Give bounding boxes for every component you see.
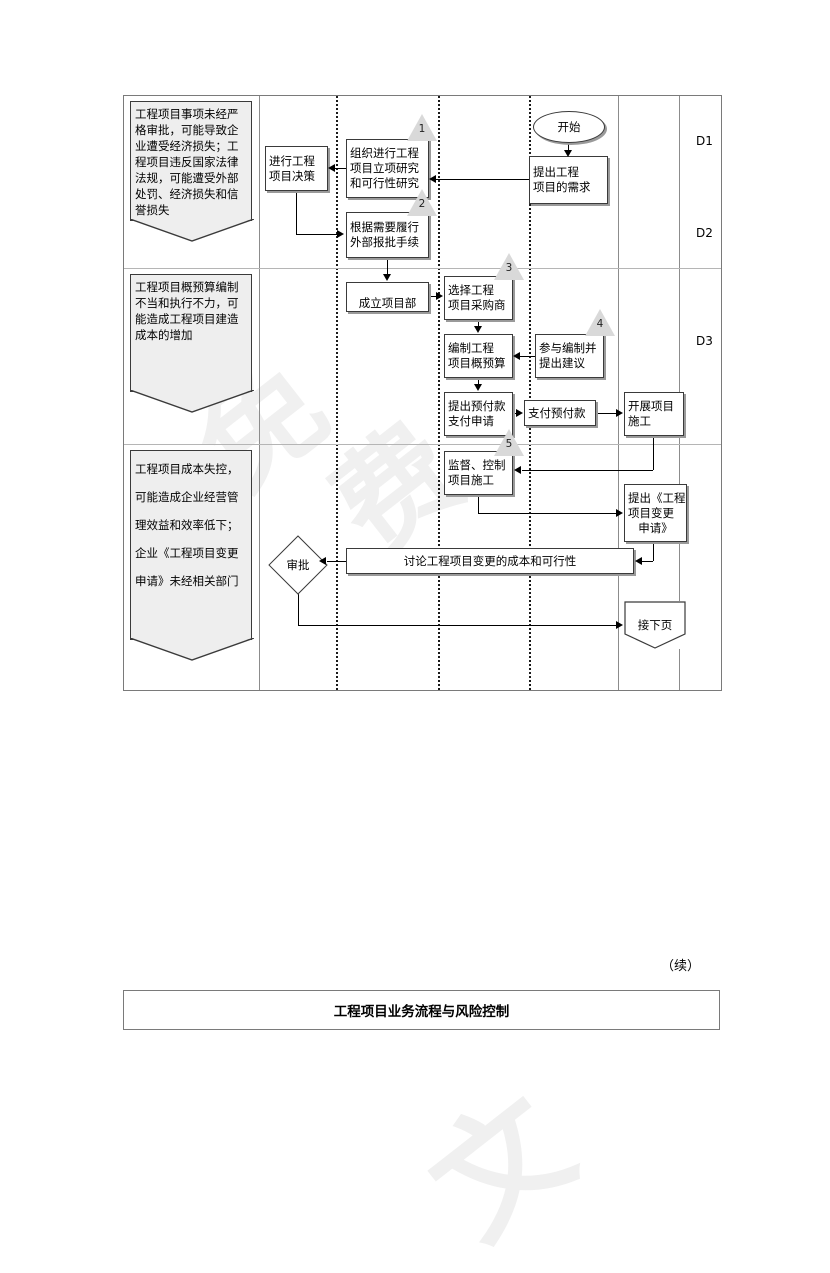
continuation-marker: （续） [660,959,700,974]
connector-change-to-discuss [642,561,653,562]
connector-decision-to-external [296,234,338,235]
warning-marker-4: 4 [585,309,615,336]
arrowhead-right [516,409,523,417]
risk-pentagon-outline [130,390,254,413]
arrowhead-down [474,384,482,391]
node-discuss-change[interactable]: 讨论工程项目变更的成本和可行性 [346,548,634,574]
connector-pay-to-construction [596,413,617,414]
node-start-construction[interactable]: 开展项目施工 [624,392,684,436]
node-supervise-control[interactable]: 监督、控制项目施工 [444,451,513,495]
arrowhead-right [616,409,623,417]
page-canvas: 免 费 文 工程项目事项未经严格审批，可能导致企业遭受经济损失；工程项目违反国家… [123,95,722,1268]
node-external-approval[interactable]: 根据需要履行外部报批手续 [346,212,429,258]
connector-advice-to-budget [520,356,535,357]
node-prepare-budget[interactable]: 编制工程项目概预算 [444,334,513,378]
connector-decision-down [296,191,297,234]
watermark-glyph-3: 文 [403,1067,600,1268]
connector-supervise-to-change [478,513,617,514]
node-approval-decision[interactable]: 审批 [268,535,328,595]
doc-label-d1: D1 [696,134,713,148]
node-raise-demand[interactable]: 提出工程项目的需求 [529,156,608,204]
node-pay-prepayment[interactable]: 支付预付款 [524,400,596,426]
arrowhead-down [474,326,482,333]
risk-pentagon-outline [130,638,254,661]
warning-marker-3: 3 [494,253,524,280]
arrowhead-right [616,621,623,629]
risk-description-3: 工程项目成本失控，可能造成企业经营管理效益和效率低下；企业《工程项目变更申请》未… [130,450,254,661]
arrowhead-down [564,150,572,157]
arrowhead-right [337,230,344,238]
connector-approval-to-nextpage [298,625,617,626]
connector-construction-down [653,436,654,470]
column-separator-risk [259,96,260,690]
doc-label-d3: D3 [696,334,713,348]
node-prepay-request[interactable]: 提出预付款支付申请 [444,392,513,436]
node-establish-department[interactable]: 成立项目部 [346,282,429,312]
arrowhead-down [383,274,391,281]
warning-marker-2: 2 [407,189,437,216]
connector-approval-down [298,586,299,625]
connector-budget-to-prepay [478,378,479,385]
warning-marker-5: 5 [494,429,524,456]
connector-supplier-to-budget [478,320,479,327]
node-participate-advice[interactable]: 参与编制并提出建议 [535,334,604,378]
connector-change-down [653,542,654,561]
node-change-application[interactable]: 提出《工程项目变更 申请》 [624,484,687,542]
flowchart-frame: 工程项目事项未经严格审批，可能导致企业遭受经济损失；工程项目违反国家法律法规，可… [123,95,722,691]
arrowhead-left [635,557,642,565]
offpage-shape [624,601,686,649]
warning-marker-1: 1 [407,114,437,141]
row-separator-2 [124,444,721,445]
connector-prepay-to-pay [513,413,517,414]
node-select-supplier[interactable]: 选择工程项目采购商 [444,276,513,320]
doc-label-d2: D2 [696,226,713,240]
column-separator-4 [618,96,619,690]
arrowhead-right [616,509,623,517]
connector-construction-to-supervise [522,470,653,471]
row-separator-1 [124,268,721,269]
connector-discuss-to-approval [327,561,346,562]
node-project-decision[interactable]: 进行工程项目决策 [265,146,328,191]
connector-supervise-down [478,495,479,513]
node-organize-study[interactable]: 组织进行工程项目立项研究和可行性研究 [346,139,429,198]
connector-demand-to-study [436,179,529,180]
arrowhead-left [514,466,521,474]
connector-study-to-decision [335,168,346,169]
risk-description-1: 工程项目事项未经严格审批，可能导致企业遭受经济损失；工程项目违反国家法律法规，可… [130,101,254,242]
column-separator-3 [529,96,531,690]
arrowhead-left [513,352,520,360]
arrowhead-right [436,292,443,300]
risk-description-2: 工程项目概预算编制不当和执行不力，可能造成工程项目建造成本的增加 [130,274,254,413]
arrowhead-left [319,557,326,565]
node-next-page[interactable]: 接下页 [624,601,686,649]
footer-title-bar: 工程项目业务流程与风险控制 [123,990,720,1030]
connector-start-to-demand [568,143,569,151]
node-start-terminator[interactable]: 开始 [533,111,605,143]
arrowhead-left [328,164,335,172]
connector-external-to-dept [387,258,388,275]
arrowhead-left [429,175,436,183]
column-separator-1 [336,96,338,690]
risk-pentagon-outline [130,219,254,242]
column-separator-2 [438,96,440,690]
connector-dept-to-supplier [429,296,437,297]
